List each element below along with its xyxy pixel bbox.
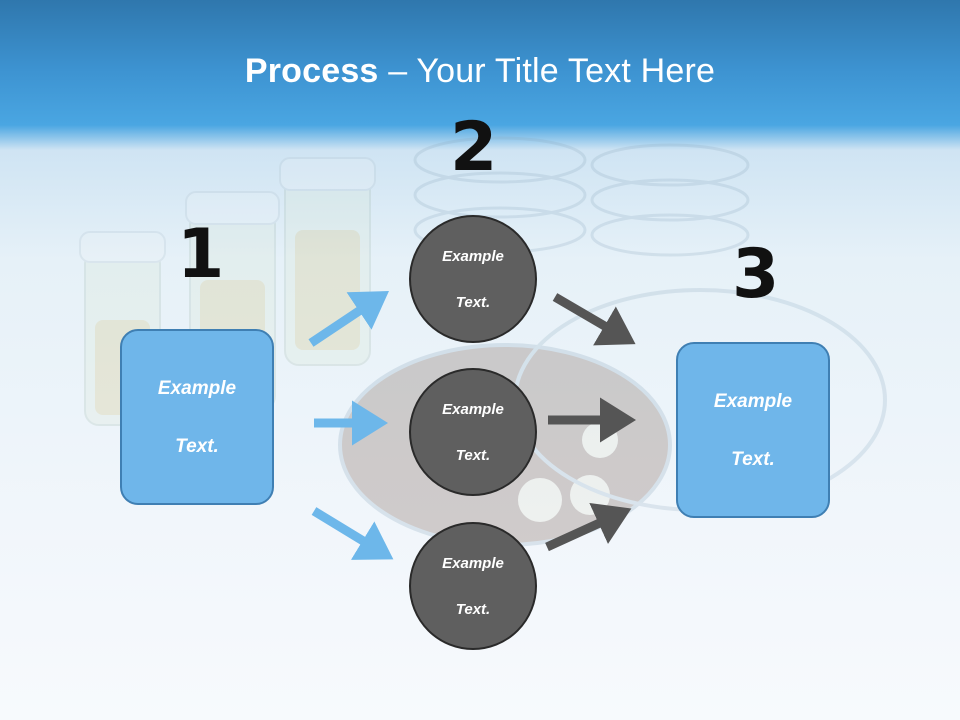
circle-bottom-line1: Example — [442, 554, 504, 572]
right-box-line1: Example — [713, 390, 793, 412]
circle-middle-line1: Example — [442, 400, 504, 418]
arrow-gray-up — [545, 502, 632, 552]
circle-middle-line2: Text. — [455, 446, 491, 464]
left-box-line2: Text. — [175, 435, 219, 457]
right-box-line2: Text. — [731, 448, 775, 470]
step-number-2: 2 — [450, 108, 498, 187]
step-number-1: 1 — [177, 215, 225, 294]
arrow-gray-down — [552, 293, 636, 346]
circle-top-line2: Text. — [455, 293, 491, 311]
title-rest: – Your Title Text Here — [378, 52, 716, 90]
arrow-blue-down — [311, 507, 394, 560]
arrow-blue-up — [308, 291, 389, 347]
circle-top-line1: Example — [442, 247, 504, 265]
slide-title: Process – Your Title Text Here — [0, 52, 960, 91]
left-box-line1: Example — [157, 377, 237, 399]
circle-bottom-line2: Text. — [455, 600, 491, 618]
step-number-3: 3 — [732, 235, 780, 314]
title-bold: Process — [244, 52, 379, 90]
